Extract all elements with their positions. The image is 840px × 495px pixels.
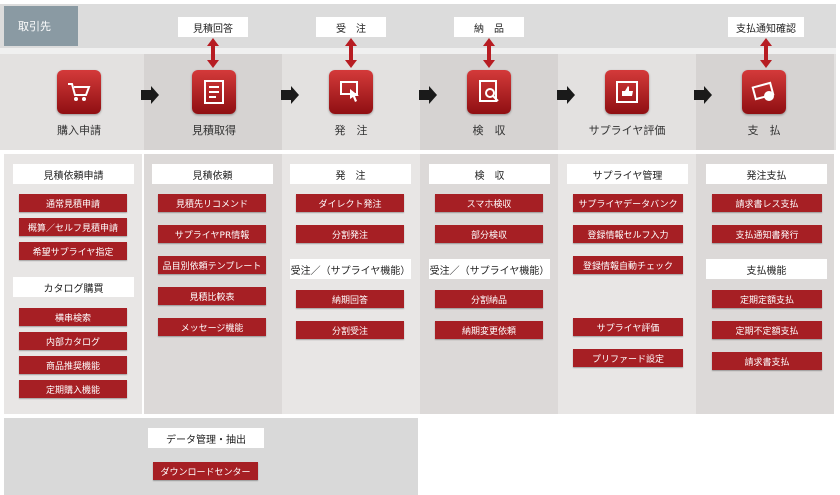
inspection-icon (467, 70, 511, 114)
feature-button[interactable]: 分割発注 (296, 225, 404, 243)
feature-button[interactable]: ダイレクト発注 (296, 194, 404, 212)
feature-button[interactable]: 部分検収 (435, 225, 543, 243)
feature-button[interactable]: 概算／セルフ見積申請 (19, 218, 127, 236)
double-arrow-icon (345, 38, 357, 68)
shopping-cart-icon (57, 70, 101, 114)
feature-button[interactable]: スマホ検収 (435, 194, 543, 212)
feature-button[interactable]: サプライヤ評価 (573, 318, 683, 336)
arrow-right-icon (281, 86, 299, 104)
feature-button[interactable]: 分割納品 (435, 290, 543, 308)
feature-button[interactable]: 支払通知書発行 (712, 225, 822, 243)
step-label-supplier-evaluation: サプライヤ評価 (588, 124, 666, 137)
rating-icon (605, 70, 649, 114)
step-label-purchase-request: 購入申請 (57, 124, 101, 137)
col2-header: 見積依頼 (152, 164, 273, 184)
feature-button[interactable]: 定期購入機能 (19, 380, 127, 398)
download-center-button[interactable]: ダウンロードセンター (153, 462, 258, 480)
supplier-tab: 取引先 (4, 6, 78, 46)
feature-button[interactable]: サプライヤデータバンク (573, 194, 683, 212)
arrow-right-icon (419, 86, 437, 104)
feature-column (144, 154, 282, 414)
feature-column (282, 154, 420, 414)
feature-button[interactable]: プリファード設定 (573, 349, 683, 367)
feature-button[interactable]: 希望サプライヤ指定 (19, 242, 127, 260)
step-label-order: 発 注 (334, 124, 368, 137)
feature-column (420, 154, 558, 414)
supplier-band (0, 4, 836, 48)
step-label-inspection: 検 収 (472, 124, 506, 137)
feature-button[interactable]: 請求書支払 (712, 352, 822, 370)
col4-header: 検 収 (429, 164, 550, 184)
col4-header-2: 受注／（サプライヤ機能） (429, 259, 550, 279)
feature-button[interactable]: 品目別依頼テンプレート (158, 256, 266, 274)
document-list-icon (192, 70, 236, 114)
feature-button[interactable]: 横串検索 (19, 308, 127, 326)
col6-header-2: 支払機能 (706, 259, 827, 279)
data-management-header: データ管理・抽出 (148, 428, 264, 448)
arrow-right-icon (557, 86, 575, 104)
feature-button[interactable]: メッセージ機能 (158, 318, 266, 336)
touch-order-icon (329, 70, 373, 114)
feature-button[interactable]: 納期変更依頼 (435, 321, 543, 339)
feature-button[interactable]: 内部カタログ (19, 332, 127, 350)
feature-button[interactable]: 登録情報セルフ入力 (573, 225, 683, 243)
arrow-right-icon (694, 86, 712, 104)
feature-column (696, 154, 834, 414)
feature-button[interactable]: 見積先リコメンド (158, 194, 266, 212)
col5-header: サプライヤ管理 (567, 164, 688, 184)
payment-icon (742, 70, 786, 114)
divider-strip (0, 48, 836, 54)
col3-header: 発 注 (290, 164, 411, 184)
arrow-right-icon (141, 86, 159, 104)
step-label-payment: 支 払 (747, 124, 781, 137)
feature-column (558, 154, 696, 414)
col6-header: 発注支払 (706, 164, 827, 184)
col1-header: 見積依頼申請 (13, 164, 134, 184)
feature-button[interactable]: 見積比較表 (158, 287, 266, 305)
double-arrow-icon (207, 38, 219, 68)
feature-button[interactable]: 登録情報自動チェック (573, 256, 683, 274)
double-arrow-icon (760, 38, 772, 68)
feature-button[interactable]: 商品推奨機能 (19, 356, 127, 374)
label-quote-reply: 見積回答 (178, 17, 248, 37)
label-order-receive: 受 注 (316, 17, 386, 37)
feature-button[interactable]: サプライヤPR情報 (158, 225, 266, 243)
feature-button[interactable]: 納期回答 (296, 290, 404, 308)
feature-button[interactable]: 分割受注 (296, 321, 404, 339)
feature-button[interactable]: 定期定額支払 (712, 290, 822, 308)
col3-header-2: 受注／（サプライヤ機能） (290, 259, 411, 279)
col1-header-2: カタログ購買 (13, 277, 134, 297)
label-payment-notice: 支払通知確認 (728, 17, 804, 37)
label-delivery: 納 品 (454, 17, 524, 37)
double-arrow-icon (483, 38, 495, 68)
feature-button[interactable]: 定期不定額支払 (712, 321, 822, 339)
feature-button[interactable]: 通常見積申請 (19, 194, 127, 212)
feature-button[interactable]: 請求書レス支払 (712, 194, 822, 212)
step-label-quote-acquire: 見積取得 (192, 124, 236, 137)
